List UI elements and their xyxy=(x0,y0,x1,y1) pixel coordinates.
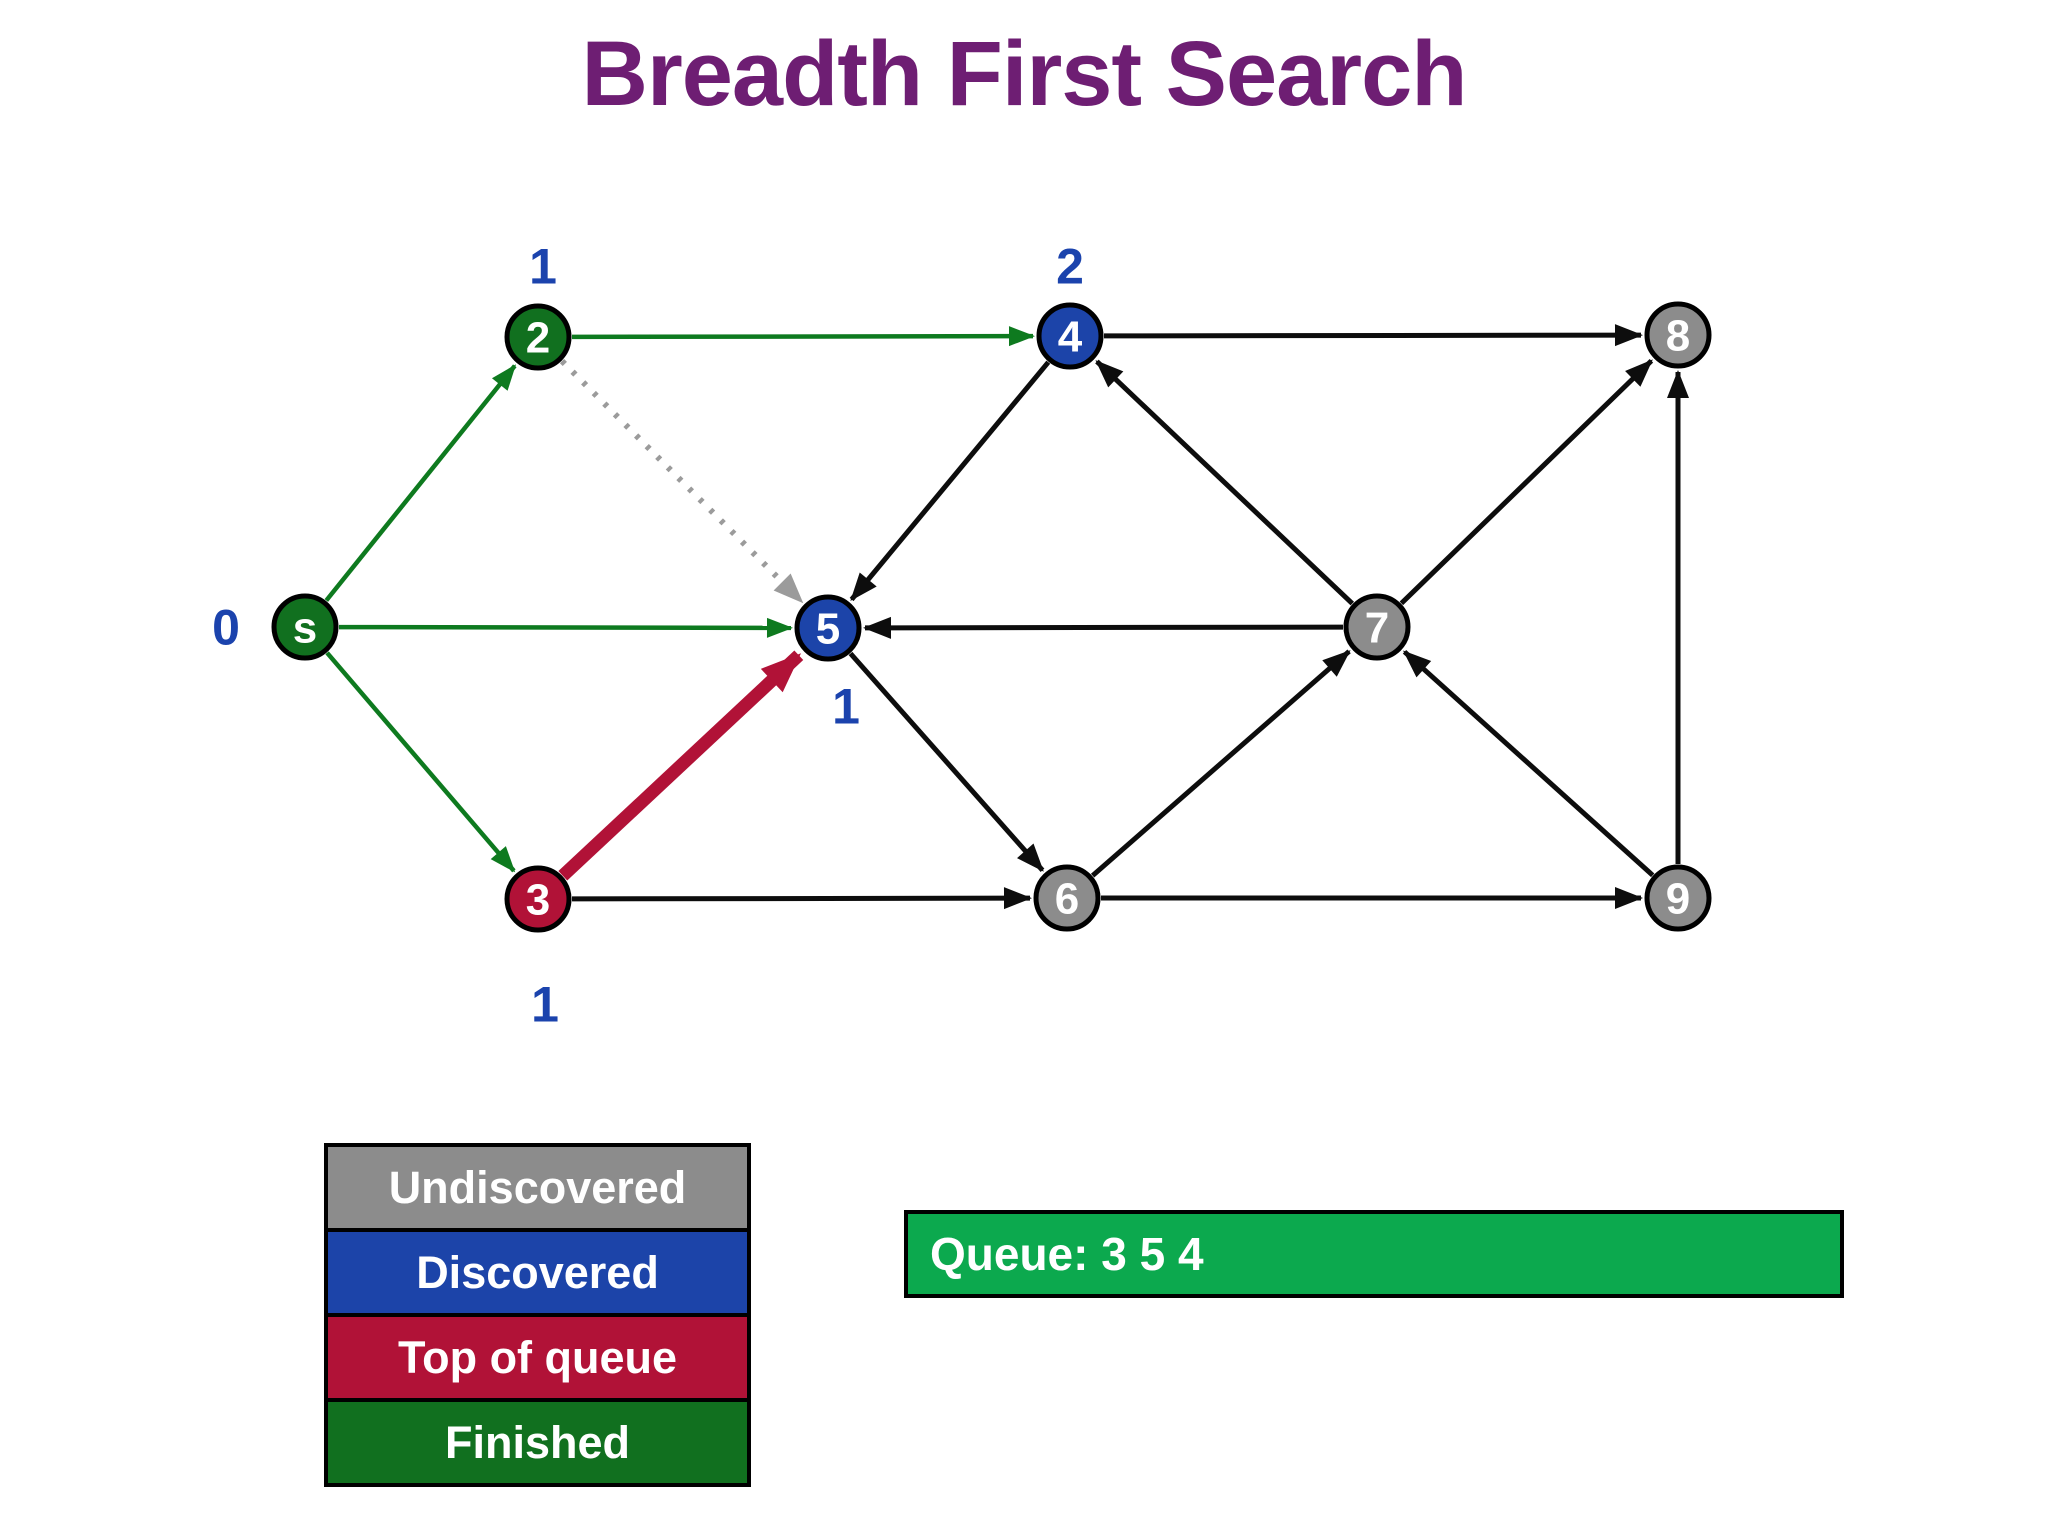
node-label-5: 5 xyxy=(816,604,840,653)
node-label-4: 4 xyxy=(1058,312,1083,361)
edge-4-8 xyxy=(1103,324,1643,347)
legend-label-top-of-queue: Top of queue xyxy=(397,1331,678,1383)
edge-9-7 xyxy=(1402,649,1655,878)
node-label-2: 2 xyxy=(526,313,550,362)
distance-label-3: 1 xyxy=(531,977,559,1033)
legend-item-discovered: Discovered xyxy=(328,1232,747,1317)
distance-label-2: 1 xyxy=(529,239,557,295)
legend-item-top-of-queue: Top of queue xyxy=(328,1317,747,1402)
legend-label-discovered: Discovered xyxy=(416,1246,659,1298)
edge-7-8 xyxy=(1399,359,1654,606)
legend-label-finished: Finished xyxy=(444,1416,630,1468)
node-label-7: 7 xyxy=(1365,603,1389,652)
edge-7-4 xyxy=(1095,359,1355,606)
node-label-8: 8 xyxy=(1666,311,1690,360)
queue-box: Queue: 3 5 4 xyxy=(904,1210,1844,1298)
node-2: 2 xyxy=(504,303,572,371)
node-7: 7 xyxy=(1343,593,1411,661)
page-title: Breadth First Search xyxy=(581,23,1468,125)
edge-2-4 xyxy=(571,326,1035,347)
edge-2-5 xyxy=(559,358,805,604)
edge-3-5 xyxy=(558,650,804,881)
node-label-6: 6 xyxy=(1055,874,1079,923)
edge-7-5 xyxy=(863,616,1344,639)
node-label-9: 9 xyxy=(1666,874,1690,923)
legend: Undiscovered Discovered Top of queue Fin… xyxy=(324,1143,751,1487)
edge-3-6 xyxy=(571,887,1032,910)
node-label-3: 3 xyxy=(526,875,550,924)
node-5: 5 xyxy=(794,594,862,662)
distance-label-5: 1 xyxy=(832,679,860,735)
edge-s-2 xyxy=(324,364,517,602)
node-s: s xyxy=(271,593,339,661)
node-9: 9 xyxy=(1644,864,1712,932)
edge-5-6 xyxy=(848,651,1045,872)
node-4: 4 xyxy=(1036,302,1104,370)
edge-s-5 xyxy=(338,617,793,638)
edge-6-7 xyxy=(1090,649,1351,878)
legend-label-undiscovered: Undiscovered xyxy=(388,1161,687,1213)
distance-label-s: 0 xyxy=(212,600,240,656)
queue-text: Queue: 3 5 4 xyxy=(930,1228,1204,1280)
node-8: 8 xyxy=(1644,301,1712,369)
node-6: 6 xyxy=(1033,864,1101,932)
node-label-s: s xyxy=(293,603,317,652)
edge-s-3 xyxy=(325,651,516,873)
edge-4-5 xyxy=(849,360,1051,602)
legend-item-finished: Finished xyxy=(328,1402,747,1483)
legend-item-undiscovered: Undiscovered xyxy=(328,1147,747,1232)
distance-label-4: 2 xyxy=(1056,239,1084,295)
node-3: 3 xyxy=(504,865,572,933)
